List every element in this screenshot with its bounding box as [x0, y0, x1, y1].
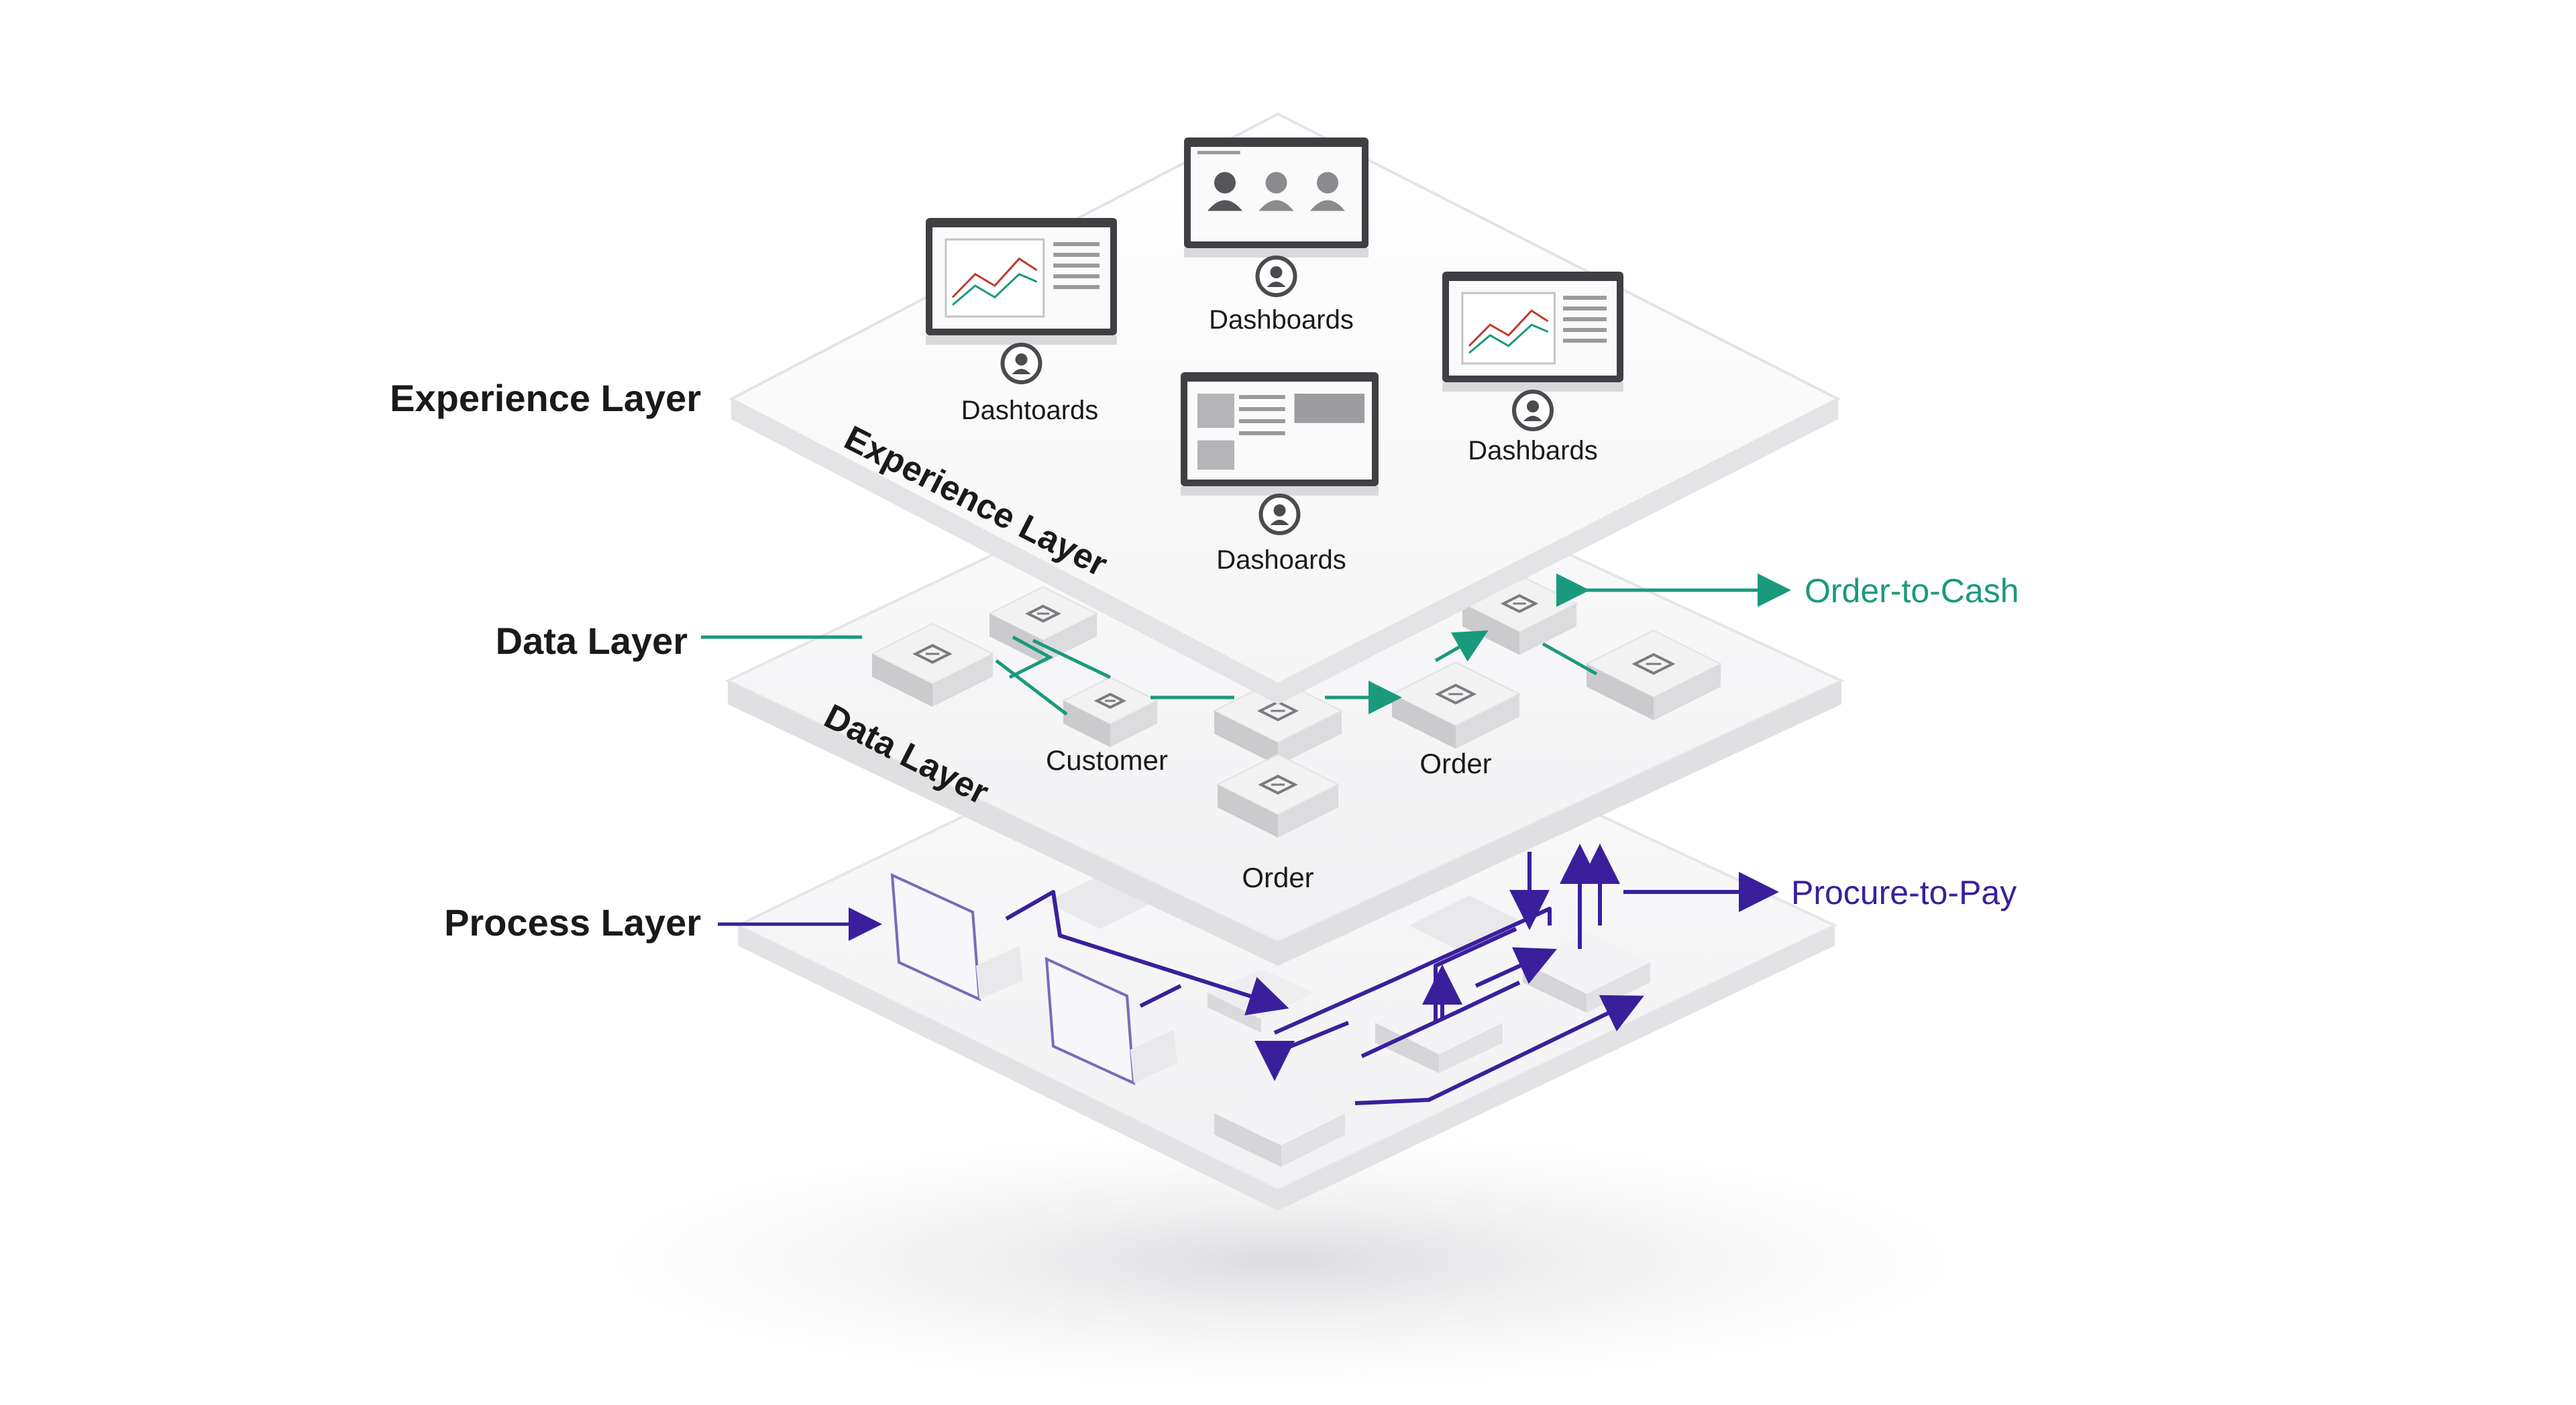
document-panel — [890, 873, 1023, 1002]
data-node-folder-icon — [1212, 678, 1344, 766]
line-chart-icon — [945, 238, 1100, 318]
dashboard-label: Dashtoards — [961, 396, 1099, 425]
dashboard-label: Dashbards — [1468, 436, 1597, 465]
data-node-storefront-icon — [1390, 661, 1521, 749]
data-node-report-icon — [1585, 629, 1723, 720]
data-nodes — [870, 574, 1723, 838]
document-panel — [1044, 956, 1177, 1086]
process-layer-label: Process Layer — [444, 901, 701, 944]
chart-report-icon — [1461, 292, 1607, 365]
document-dashboard-icon — [1197, 394, 1364, 470]
process-block — [1375, 993, 1503, 1073]
data-node-network-icon — [1061, 676, 1159, 747]
customer-entity-label: Customer — [1046, 744, 1168, 776]
floor-shadow — [443, 1107, 2120, 1405]
data-node-card-icon — [870, 622, 995, 707]
order-entity-label: Order — [1419, 748, 1491, 779]
data-layer-label: Data Layer — [496, 620, 688, 662]
process-block — [1214, 1081, 1345, 1167]
procure-to-pay-label: Procure-to-Pay — [1791, 874, 2017, 911]
experience-layer-label: Experience Layer — [390, 377, 701, 419]
dashboard-card: Dashbards — [1442, 272, 1623, 465]
order-entity-label-lower: Order — [1242, 862, 1313, 893]
data-node-refresh-icon — [1216, 753, 1340, 838]
dashboard-label: Dashboards — [1209, 305, 1354, 335]
dashboard-label: Dashoards — [1216, 545, 1346, 575]
order-to-cash-label: Order-to-Cash — [1805, 572, 2019, 610]
users-icon — [1197, 151, 1345, 211]
data-flow-lines — [701, 573, 1791, 716]
dashboard-card: Dashtoards — [926, 218, 1117, 425]
dashboard-card: Dashboards — [1184, 137, 1368, 335]
dashboard-card: Dashoards — [1181, 372, 1379, 575]
process-flow-lines — [1005, 844, 1779, 1105]
